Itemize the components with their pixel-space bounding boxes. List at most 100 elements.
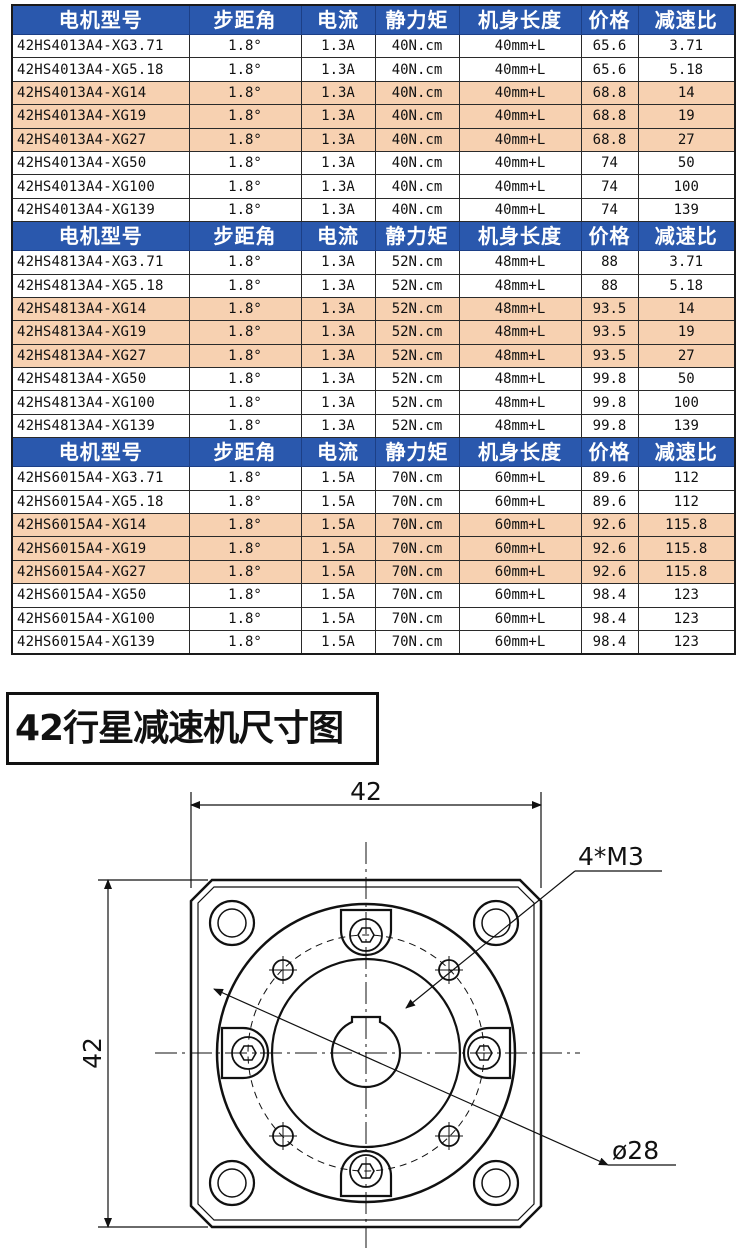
column-header: 减速比 [637, 221, 736, 252]
ratio-cell: 139 [637, 197, 736, 223]
ratio-cell: 3.71 [637, 33, 736, 59]
ratio-cell: 5.18 [637, 273, 736, 298]
model-cell: 42HS4013A4-XG100 [11, 174, 190, 199]
current-cell: 1.3A [300, 273, 376, 298]
step-angle-cell: 1.8° [188, 629, 302, 655]
torque-cell: 52N.cm [374, 390, 460, 415]
section-title: 42行星减速机尺寸图 [6, 692, 379, 765]
current-cell: 1.3A [300, 33, 376, 59]
ratio-cell: 139 [637, 413, 736, 439]
hole-callout: 4*M3 [405, 842, 662, 1009]
price-cell: 92.6 [580, 536, 639, 561]
model-cell: 42HS4813A4-XG139 [11, 413, 190, 439]
current-cell: 1.5A [300, 629, 376, 655]
price-cell: 92.6 [580, 513, 639, 538]
height-label: 42 [78, 1037, 107, 1069]
model-cell: 42HS6015A4-XG27 [11, 559, 190, 585]
price-cell: 68.8 [580, 80, 639, 106]
column-header: 价格 [580, 221, 639, 252]
torque-cell: 40N.cm [374, 104, 460, 129]
torque-cell: 40N.cm [374, 127, 460, 152]
ratio-cell: 112 [637, 489, 736, 515]
current-cell: 1.3A [300, 343, 376, 369]
current-cell: 1.5A [300, 606, 376, 631]
ratio-cell: 27 [637, 127, 736, 152]
ratio-cell: 115.8 [637, 513, 736, 538]
price-cell: 65.6 [580, 57, 639, 82]
length-cell: 60mm+L [458, 489, 582, 515]
table-header-row: 电机型号步距角电流静力矩机身长度价格减速比 [11, 437, 736, 468]
price-cell: 93.5 [580, 296, 639, 322]
column-header: 价格 [580, 437, 639, 468]
length-cell: 60mm+L [458, 536, 582, 561]
torque-cell: 52N.cm [374, 367, 460, 392]
step-angle-cell: 1.8° [188, 57, 302, 82]
torque-cell: 40N.cm [374, 174, 460, 199]
column-header: 机身长度 [458, 221, 582, 252]
step-angle-cell: 1.8° [188, 536, 302, 561]
length-cell: 48mm+L [458, 296, 582, 322]
length-cell: 48mm+L [458, 273, 582, 298]
model-cell: 42HS6015A4-XG50 [11, 583, 190, 608]
length-cell: 40mm+L [458, 174, 582, 199]
length-cell: 48mm+L [458, 390, 582, 415]
current-cell: 1.5A [300, 489, 376, 515]
step-angle-cell: 1.8° [188, 197, 302, 223]
length-cell: 60mm+L [458, 606, 582, 631]
column-header: 电流 [300, 221, 376, 252]
torque-cell: 52N.cm [374, 343, 460, 369]
column-header: 电机型号 [11, 4, 190, 35]
current-cell: 1.5A [300, 536, 376, 561]
price-cell: 74 [580, 197, 639, 223]
torque-cell: 70N.cm [374, 513, 460, 538]
price-cell: 93.5 [580, 343, 639, 369]
ratio-cell: 123 [637, 606, 736, 631]
length-cell: 48mm+L [458, 250, 582, 275]
torque-cell: 40N.cm [374, 33, 460, 59]
step-angle-cell: 1.8° [188, 559, 302, 585]
price-cell: 68.8 [580, 104, 639, 129]
step-angle-cell: 1.8° [188, 33, 302, 59]
flange-outline [189, 878, 543, 1229]
price-cell: 65.6 [580, 33, 639, 59]
step-angle-cell: 1.8° [188, 367, 302, 392]
length-cell: 40mm+L [458, 80, 582, 106]
step-angle-cell: 1.8° [188, 606, 302, 631]
torque-cell: 52N.cm [374, 250, 460, 275]
price-cell: 88 [580, 273, 639, 298]
current-cell: 1.3A [300, 174, 376, 199]
length-cell: 60mm+L [458, 466, 582, 491]
torque-cell: 70N.cm [374, 606, 460, 631]
model-cell: 42HS6015A4-XG100 [11, 606, 190, 631]
torque-cell: 52N.cm [374, 413, 460, 439]
price-cell: 68.8 [580, 127, 639, 152]
length-cell: 60mm+L [458, 559, 582, 585]
length-cell: 40mm+L [458, 150, 582, 176]
current-cell: 1.3A [300, 250, 376, 275]
price-cell: 74 [580, 150, 639, 176]
torque-cell: 40N.cm [374, 150, 460, 176]
ratio-cell: 112 [637, 466, 736, 491]
step-angle-cell: 1.8° [188, 80, 302, 106]
step-angle-cell: 1.8° [188, 343, 302, 369]
width-label: 42 [350, 777, 382, 806]
current-cell: 1.3A [300, 150, 376, 176]
price-cell: 99.8 [580, 367, 639, 392]
column-header: 静力矩 [374, 437, 460, 468]
length-cell: 60mm+L [458, 629, 582, 655]
ratio-cell: 100 [637, 390, 736, 415]
length-cell: 40mm+L [458, 197, 582, 223]
